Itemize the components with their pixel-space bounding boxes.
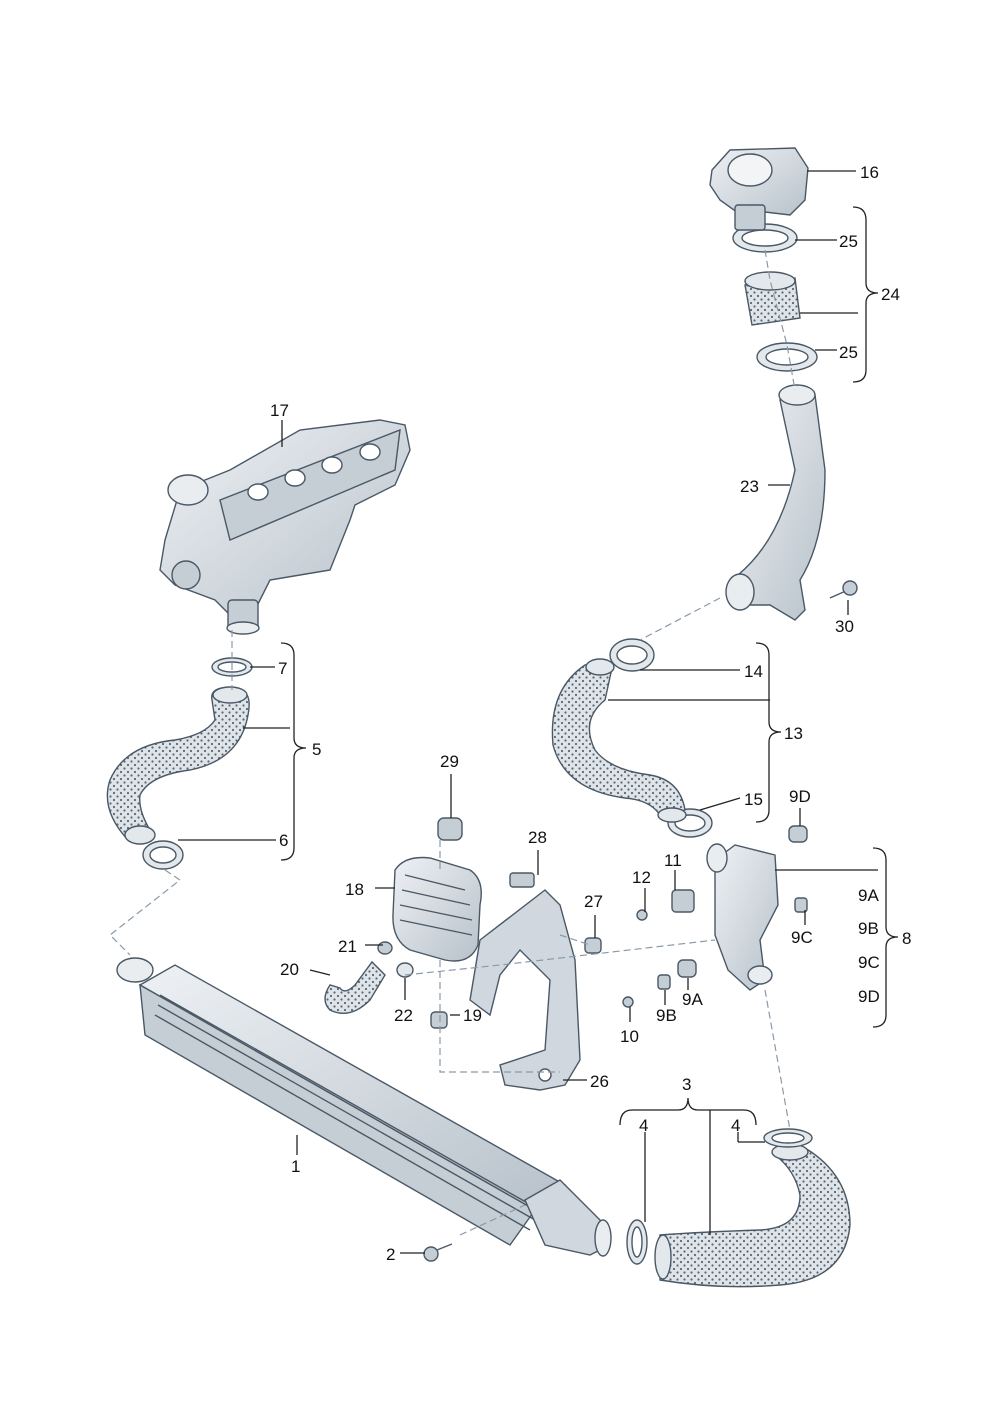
- label-30: 30: [835, 617, 854, 636]
- label-26: 26: [590, 1072, 609, 1091]
- clamp-22: [396, 962, 414, 978]
- label-23: 23: [740, 477, 759, 496]
- hose-5: [106, 686, 250, 845]
- seal-9A: [677, 959, 697, 978]
- label-20: 20: [280, 960, 299, 979]
- label-18: 18: [345, 880, 364, 899]
- grommet-29: [437, 817, 463, 841]
- turbocharger-manifold: [159, 419, 411, 635]
- bolt-30: [829, 580, 858, 599]
- label-27: 27: [584, 892, 603, 911]
- bolt-2: [423, 1243, 453, 1262]
- label-12: 12: [632, 868, 651, 887]
- label-21: 21: [338, 937, 357, 956]
- part-labels: 17 16 25 24 25 23 30 14 13 15 7 5 6 29 9…: [270, 163, 911, 1264]
- bolt-12: [636, 909, 648, 921]
- label-13: 13: [784, 724, 803, 743]
- charge-pipe-23: [725, 384, 826, 621]
- label-11: 11: [664, 851, 682, 870]
- intercooler: [116, 957, 612, 1257]
- bolt-9C: [794, 897, 808, 913]
- label-1: 1: [291, 1157, 300, 1176]
- throttle-body-16: [709, 147, 809, 231]
- label-10: 10: [620, 1027, 639, 1046]
- label-7: 7: [278, 659, 287, 678]
- centerlines: [109, 249, 796, 1236]
- label-9A-right: 9A: [858, 886, 879, 905]
- label-6: 6: [279, 831, 288, 850]
- seal-9D-top: [788, 825, 808, 843]
- clamp-25-upper: [732, 223, 798, 253]
- label-25-upper: 25: [839, 232, 858, 251]
- label-4-right: 4: [731, 1116, 740, 1135]
- resonator-18: [392, 856, 482, 962]
- label-22: 22: [394, 1006, 413, 1025]
- bolt-10: [622, 996, 634, 1008]
- label-14: 14: [744, 662, 763, 681]
- label-9C: 9C: [791, 928, 813, 947]
- label-9A: 9A: [682, 990, 703, 1009]
- sensor-11: [671, 889, 695, 913]
- label-24: 24: [881, 285, 900, 304]
- clamp-6: [142, 840, 184, 870]
- label-9B: 9B: [656, 1006, 677, 1025]
- label-9C-right: 9C: [858, 953, 880, 972]
- clamp-14: [609, 638, 655, 672]
- sleeve-24: [744, 271, 801, 326]
- label-4-left: 4: [639, 1116, 648, 1135]
- label-5: 5: [312, 740, 321, 759]
- label-8: 8: [902, 929, 911, 948]
- hose-13: [551, 658, 687, 823]
- hose-3: [654, 1143, 851, 1288]
- brackets: [280, 206, 899, 1126]
- label-9B-right: 9B: [858, 919, 879, 938]
- label-28: 28: [528, 828, 547, 847]
- charge-pipe-8: [706, 843, 779, 991]
- leader-lines: [178, 170, 878, 1254]
- bolt-28: [509, 872, 535, 888]
- label-17: 17: [270, 401, 289, 420]
- grommet-19: [430, 1011, 448, 1029]
- label-25-lower: 25: [839, 343, 858, 362]
- label-19: 19: [463, 1006, 482, 1025]
- label-9D-right: 9D: [858, 987, 880, 1006]
- label-3: 3: [682, 1075, 691, 1094]
- hose-20: [324, 960, 386, 1014]
- clamp-4a: [626, 1219, 648, 1265]
- label-29: 29: [440, 752, 459, 771]
- clamp-25-lower: [756, 342, 818, 372]
- clamp-4b: [763, 1128, 813, 1148]
- label-16: 16: [860, 163, 879, 182]
- bracket-26: [469, 889, 581, 1091]
- seal-9B: [657, 974, 671, 990]
- label-9D-top: 9D: [789, 787, 811, 806]
- label-2: 2: [386, 1245, 395, 1264]
- grommet-27: [584, 937, 602, 954]
- label-15: 15: [744, 790, 763, 809]
- clip-21: [377, 941, 393, 955]
